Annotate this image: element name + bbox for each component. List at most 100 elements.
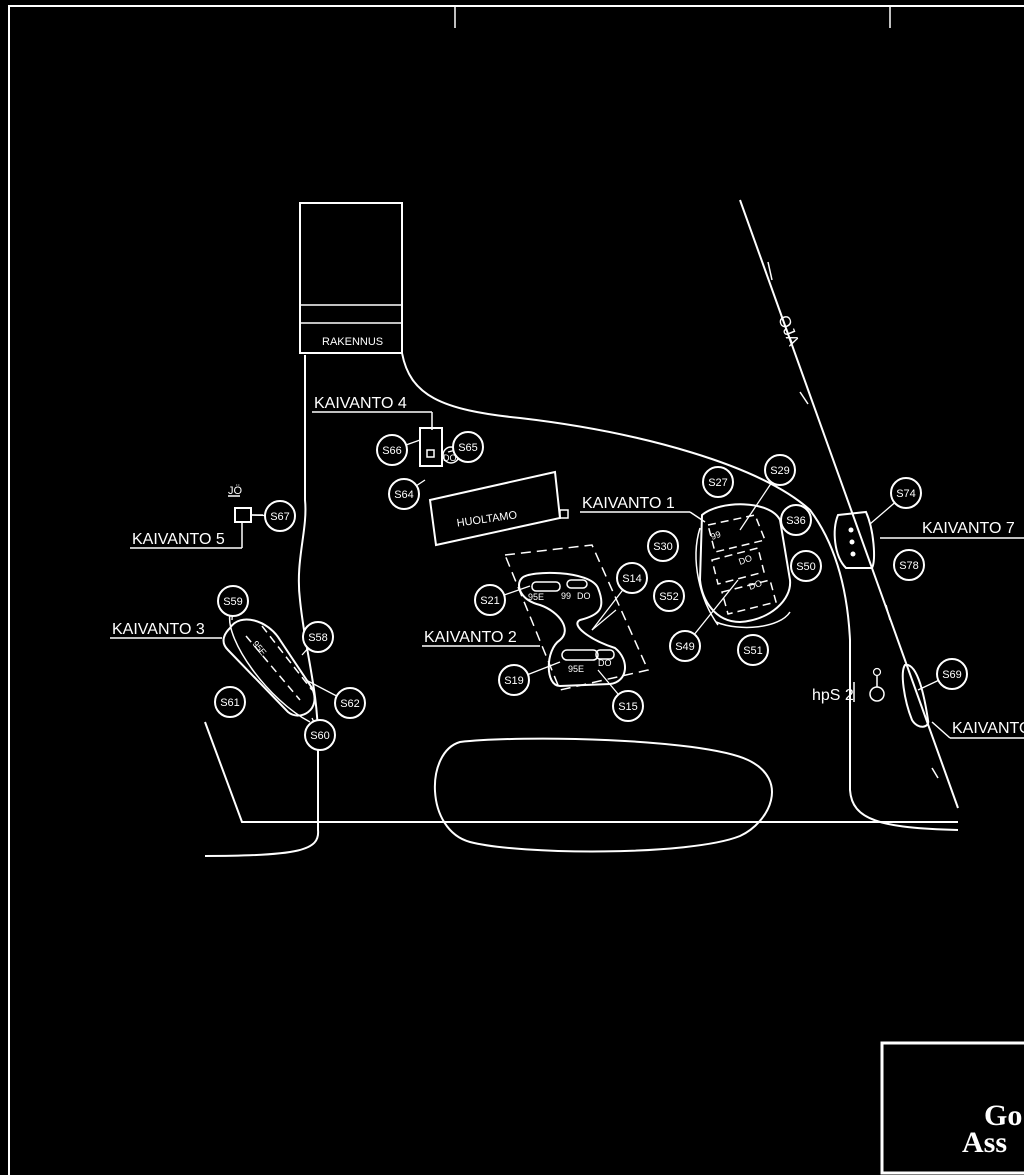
sample-circle-s74 — [890, 477, 922, 509]
sample-marker-s21: S21 — [474, 584, 531, 616]
sample-label-s19: S19 — [504, 675, 524, 687]
kaivanto-5-jo-label: JÖ — [228, 485, 243, 497]
huoltamo-building — [428, 470, 569, 547]
sample-circle-s61 — [214, 686, 246, 718]
sample-label-s61: S61 — [220, 697, 240, 709]
kaivanto-4-do-label: DO — [443, 453, 457, 463]
sample-marker-s61: S61 — [214, 686, 246, 718]
sample-marker-s66: S66 — [376, 434, 421, 466]
sample-circle-s67 — [264, 500, 296, 532]
sample-marker-s78: S78 — [893, 549, 925, 581]
sample-marker-s49: S49 — [669, 579, 739, 662]
kaivanto-2-99: 99 — [561, 591, 571, 601]
kaivanto-1-do-b: DO — [747, 578, 763, 592]
kaivanto-4-label: KAIVANTO 4 — [314, 395, 407, 412]
sample-marker-s62: S62 — [305, 679, 366, 719]
sample-label-s58: S58 — [308, 632, 328, 644]
well-hps2 — [853, 667, 885, 702]
sample-label-s30: S30 — [653, 541, 673, 553]
sample-circle-s51 — [737, 634, 769, 666]
kaivanto-2-label: KAIVANTO 2 — [424, 629, 517, 646]
sample-circle-s78 — [893, 549, 925, 581]
kaivanto-1-do-a: DO — [737, 553, 753, 567]
sample-marker-s58: S58 — [301, 621, 334, 656]
sample-circle-s60 — [304, 719, 336, 751]
kaivanto-1-99: 99 — [709, 529, 722, 542]
kaivanto-2-do-top: DO — [577, 591, 591, 601]
sample-circle-s30 — [647, 530, 679, 562]
sample-label-s74: S74 — [896, 488, 916, 500]
sample-marker-s74: S74 — [869, 477, 922, 525]
rakennus-building — [299, 202, 403, 354]
huoltamo-label: HUOLTAMO — [456, 509, 518, 529]
sample-circle-s64 — [388, 478, 420, 510]
sample-circle-s65 — [452, 431, 484, 463]
kaivanto-7-label: KAIVANTO 7 — [922, 520, 1015, 537]
kaivanto-4 — [312, 411, 460, 467]
kaivanto-1 — [580, 503, 792, 629]
road-outlines — [204, 199, 959, 857]
kaivanto-edge-label: KAIVANTO — [952, 720, 1024, 737]
sample-circle-s29 — [764, 454, 796, 486]
sample-circle-s52 — [653, 580, 685, 612]
ditch-label: OJA — [774, 313, 802, 349]
sample-marker-s14: S14 — [591, 562, 648, 631]
well-label: hpS 2 — [812, 687, 854, 704]
sample-label-s69: S69 — [942, 669, 962, 681]
kaivanto-3 — [110, 613, 316, 723]
kaivanto-2-95e-bot: 95E — [568, 664, 584, 674]
sample-marker-s50: S50 — [790, 550, 822, 582]
sample-circle-s58 — [302, 621, 334, 653]
logo-line-1: Go — [984, 1099, 1022, 1132]
kaivanto-5-label: KAIVANTO 5 — [132, 531, 225, 548]
sample-circle-s59 — [217, 585, 249, 617]
sample-marker-s36: S36 — [780, 504, 812, 536]
drawing-frame — [8, 5, 1024, 1175]
sample-marker-s52: S52 — [653, 580, 685, 612]
sample-label-s14: S14 — [622, 573, 642, 585]
sample-label-s66: S66 — [382, 445, 402, 457]
sample-marker-s69: S69 — [917, 658, 968, 691]
sample-circle-s27 — [702, 466, 734, 498]
sample-marker-s19: S19 — [498, 661, 561, 696]
sample-label-s60: S60 — [310, 730, 330, 742]
sample-label-s62: S62 — [340, 698, 360, 710]
sample-marker-s59: S59 — [217, 585, 249, 621]
sample-marker-s29: S29 — [739, 454, 796, 531]
sample-label-s67: S67 — [270, 511, 290, 523]
sample-label-s29: S29 — [770, 465, 790, 477]
kaivanto-2 — [422, 544, 650, 691]
oval-area — [433, 737, 773, 853]
sample-marker-s67: S67 — [251, 500, 296, 532]
sample-label-s51: S51 — [743, 645, 763, 657]
kaivanto-3-label: KAIVANTO 3 — [112, 621, 205, 638]
sample-marker-s60: S60 — [304, 717, 336, 751]
logo-box: Go Ass — [880, 1041, 1024, 1175]
sample-circle-s62 — [334, 687, 366, 719]
sample-circle-s19 — [498, 664, 530, 696]
sample-circle-s50 — [790, 550, 822, 582]
kaivanto-2-do-bot: DO — [598, 658, 612, 668]
sample-label-s64: S64 — [394, 489, 414, 501]
sample-marker-s27: S27 — [702, 466, 734, 498]
sample-label-s27: S27 — [708, 477, 728, 489]
sample-label-s36: S36 — [786, 515, 806, 527]
sample-circle-s21 — [474, 584, 506, 616]
kaivanto-2-95e-top: 95E — [528, 592, 544, 602]
sample-label-s65: S65 — [458, 442, 478, 454]
sample-circle-s49 — [669, 630, 701, 662]
sample-marker-s51: S51 — [737, 634, 769, 666]
sample-marker-s65: S65 — [447, 431, 484, 463]
sample-circle-s66 — [376, 434, 408, 466]
sample-marker-s15: S15 — [597, 669, 644, 722]
sample-circle-s14 — [616, 562, 648, 594]
sample-circle-s69 — [936, 658, 968, 690]
rakennus-label: RAKENNUS — [322, 336, 383, 348]
sample-label-s50: S50 — [796, 561, 816, 573]
kaivanto-7 — [833, 510, 1024, 569]
kaivanto-1-label: KAIVANTO 1 — [582, 495, 675, 512]
sample-marker-s64: S64 — [388, 478, 426, 510]
sample-label-s59: S59 — [223, 596, 243, 608]
